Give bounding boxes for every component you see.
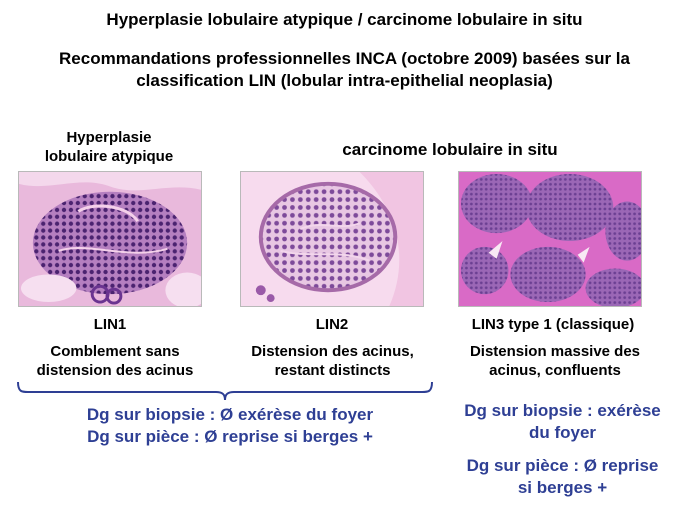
lin1-description-line-2: distension des acinus	[36, 362, 194, 379]
recommendation-lin3-piece-line-2: si berges +	[517, 478, 608, 497]
recommendation-lin3-piece: Dg sur pièce : Ø reprise si berges +	[440, 455, 685, 499]
recommendation-lin3-biopsy: Dg sur biopsie : exérèse du foyer	[440, 400, 685, 444]
lin2-description: Distension des acinus, restant distincts	[225, 342, 440, 380]
slide-subtitle: Recommandations professionnelles INCA (o…	[10, 48, 679, 92]
lin3-description-line-2: acinus, confluents	[489, 362, 621, 379]
heading-hyperplasie-line-1: Hyperplasie	[66, 129, 152, 146]
lin3-label: LIN3 type 1 (classique)	[471, 316, 635, 333]
lin2-description-line-1: Distension des acinus,	[251, 343, 414, 360]
micrograph-lin1	[18, 171, 202, 307]
micrograph-lin2	[240, 171, 424, 307]
recommendation-lin3-biopsy-line-2: du foyer	[528, 423, 597, 442]
recommendation-lin1-lin2-piece: Dg sur pièce : Ø reprise si berges +	[87, 427, 373, 446]
subtitle-line-2: classification LIN (lobular intra-epithe…	[136, 71, 553, 90]
lin3-description: Distension massive des acinus, confluent…	[440, 342, 670, 380]
subtitle-line-1: Recommandations professionnelles INCA (o…	[59, 49, 630, 68]
recommendation-lin1-lin2-biopsy: Dg sur biopsie : Ø exérèse du foyer	[86, 405, 374, 424]
recommendation-lin3-biopsy-line-1: Dg sur biopsie : exérèse	[464, 401, 661, 420]
lin1-label: LIN1	[93, 316, 127, 333]
lin1-description: Comblement sans distension des acinus	[10, 342, 220, 380]
slide-title: Hyperplasie lobulaire atypique / carcino…	[106, 10, 583, 29]
heading-hyperplasie-line-2: lobulaire atypique	[44, 148, 174, 165]
heading-hyperplasie: Hyperplasie lobulaire atypique	[24, 128, 194, 166]
recommendation-lin3-piece-line-1: Dg sur pièce : Ø reprise	[466, 456, 659, 475]
lin1-description-line-1: Comblement sans	[50, 343, 180, 360]
micrograph-lin3	[458, 171, 642, 307]
lin3-description-line-1: Distension massive des	[469, 343, 641, 360]
lin2-label: LIN2	[315, 316, 349, 333]
grouping-brace	[17, 381, 433, 401]
recommendation-lin1-lin2: Dg sur biopsie : Ø exérèse du foyer Dg s…	[20, 404, 440, 448]
heading-carcinome: carcinome lobulaire in situ	[342, 140, 558, 159]
lin2-description-line-2: restant distincts	[274, 362, 391, 379]
